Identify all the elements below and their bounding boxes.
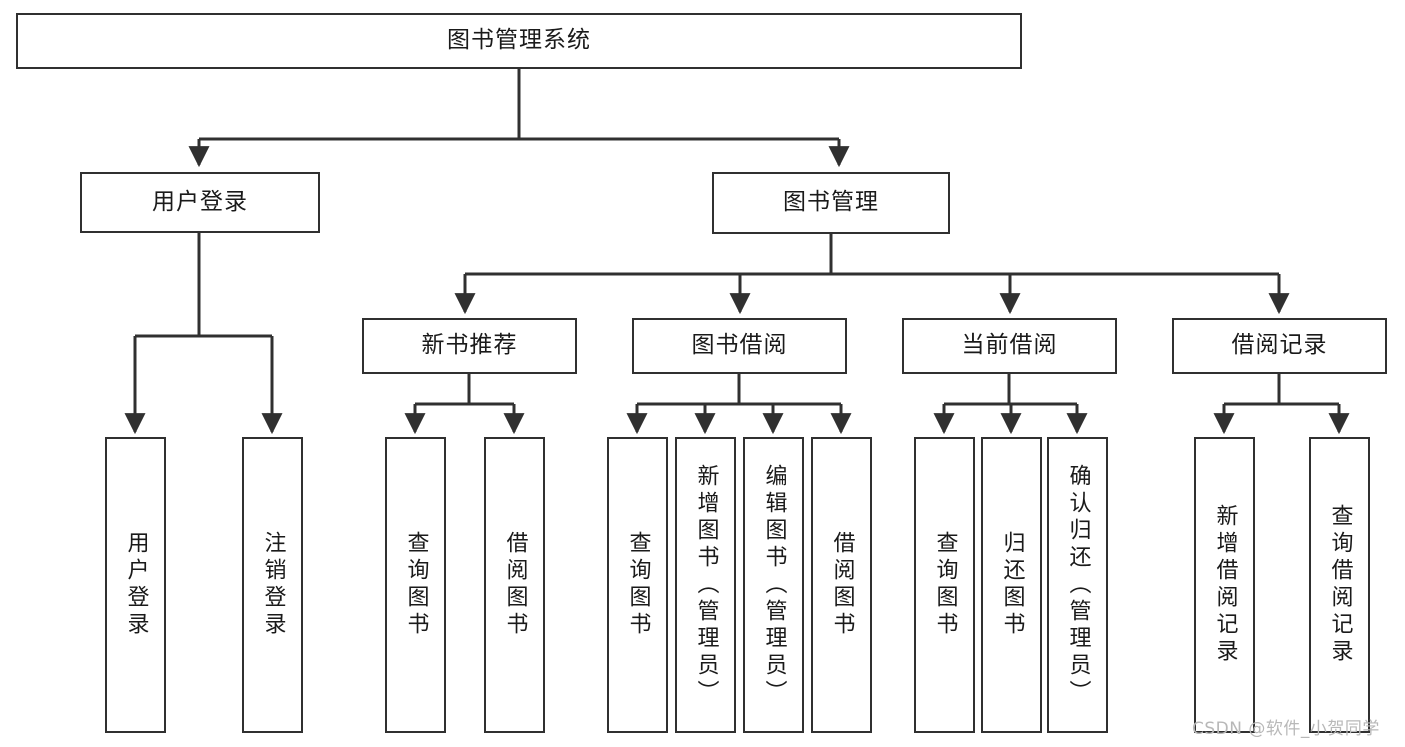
leaf-recommend-query-book[interactable]: 查询图书 xyxy=(385,437,446,733)
leaf-borrow-query-book-label: 查询图书 xyxy=(625,531,651,639)
node-root-system[interactable]: 图书管理系统 xyxy=(16,13,1022,69)
node-book-borrow[interactable]: 图书借阅 xyxy=(632,318,847,374)
leaf-recommend-query-book-label: 查询图书 xyxy=(403,531,429,639)
leaf-current-confirm-return-admin-label: 确认归还（管理员） xyxy=(1065,463,1091,707)
leaf-user-login-signout-label: 注销登录 xyxy=(260,531,286,639)
leaf-borrow-edit-book-admin-label: 编辑图书（管理员） xyxy=(761,463,787,707)
leaf-record-add-record[interactable]: 新增借阅记录 xyxy=(1194,437,1255,733)
node-user-login[interactable]: 用户登录 xyxy=(80,172,320,233)
leaf-borrow-edit-book-admin[interactable]: 编辑图书（管理员） xyxy=(743,437,804,733)
leaf-borrow-add-book-admin[interactable]: 新增图书（管理员） xyxy=(675,437,736,733)
node-current-borrow-label: 当前借阅 xyxy=(961,332,1058,359)
leaf-record-query-record-label: 查询借阅记录 xyxy=(1327,504,1353,666)
node-borrow-record-label: 借阅记录 xyxy=(1231,332,1328,359)
node-current-borrow[interactable]: 当前借阅 xyxy=(902,318,1117,374)
leaf-borrow-borrow-book-label: 借阅图书 xyxy=(829,531,855,639)
leaf-recommend-borrow-book[interactable]: 借阅图书 xyxy=(484,437,545,733)
node-new-book-recommend-label: 新书推荐 xyxy=(421,332,518,359)
node-book-borrow-label: 图书借阅 xyxy=(691,332,788,359)
leaf-user-login-signout[interactable]: 注销登录 xyxy=(242,437,303,733)
leaf-borrow-add-book-admin-label: 新增图书（管理员） xyxy=(693,463,719,707)
node-book-management[interactable]: 图书管理 xyxy=(712,172,950,234)
node-new-book-recommend[interactable]: 新书推荐 xyxy=(362,318,577,374)
leaf-record-add-record-label: 新增借阅记录 xyxy=(1212,504,1238,666)
leaf-current-confirm-return-admin[interactable]: 确认归还（管理员） xyxy=(1047,437,1108,733)
leaf-current-return-book-label: 归还图书 xyxy=(999,531,1025,639)
leaf-record-query-record[interactable]: 查询借阅记录 xyxy=(1309,437,1370,733)
node-user-login-label: 用户登录 xyxy=(152,188,248,215)
leaf-user-login-signin[interactable]: 用户登录 xyxy=(105,437,166,733)
leaf-borrow-borrow-book[interactable]: 借阅图书 xyxy=(811,437,872,733)
leaf-current-return-book[interactable]: 归还图书 xyxy=(981,437,1042,733)
node-book-management-label: 图书管理 xyxy=(783,189,879,216)
node-root-label: 图书管理系统 xyxy=(447,27,591,54)
leaf-user-login-signin-label: 用户登录 xyxy=(123,531,149,639)
watermark-text: CSDN @软件_小贺同学 xyxy=(1192,719,1380,739)
leaf-current-query-book-label: 查询图书 xyxy=(932,531,958,639)
node-borrow-record[interactable]: 借阅记录 xyxy=(1172,318,1387,374)
leaf-borrow-query-book[interactable]: 查询图书 xyxy=(607,437,668,733)
leaf-current-query-book[interactable]: 查询图书 xyxy=(914,437,975,733)
leaf-recommend-borrow-book-label: 借阅图书 xyxy=(502,531,528,639)
